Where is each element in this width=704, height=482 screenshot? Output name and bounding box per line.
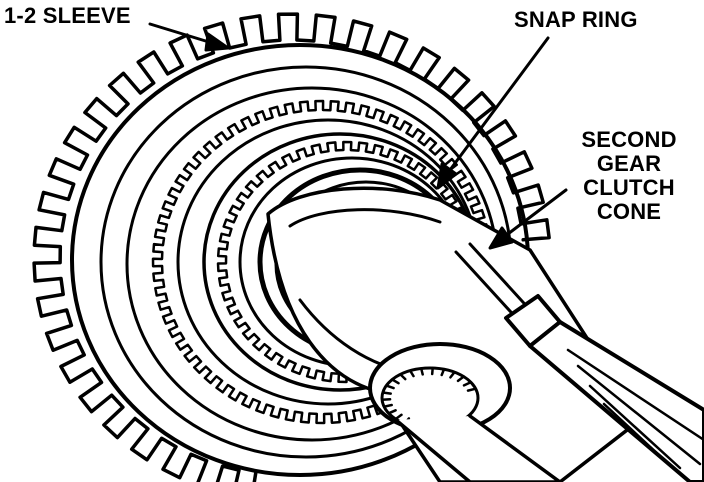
spline-tooth [399,373,407,381]
handle-grip-lines [566,348,704,470]
spline-tooth [462,380,473,387]
label-1-2-sleeve: 1-2 SLEEVE [4,3,131,28]
spline-tooth [408,369,415,378]
spline-tooth [419,367,424,376]
spline-tooth [456,375,465,383]
label-second-gear-clutch-cone: SECOND GEAR CLUTCH CONE [560,128,698,224]
shaft-tail [394,414,562,482]
spline-tooth [466,387,477,392]
label-cone-line-2: GEAR [596,151,662,176]
spline-tooth [390,378,400,385]
clutch-cone-arrowhead [488,226,514,250]
screwdriver-blade [454,242,534,324]
shaft-body [266,186,642,482]
spline-tooth [394,413,403,421]
synchro-ring-teeth [151,99,493,425]
label-cone-line-3: CLUTCH [583,175,675,200]
snap-ring-leader-line [442,36,550,180]
label-snap-ring: SNAP RING [514,7,638,32]
spline-tooth [440,368,446,377]
spline-tooth [382,403,393,408]
spline-tooth [430,366,434,376]
snap-ring-arrowhead [436,162,458,190]
outer-gear-teeth [32,12,551,482]
label-cone-line-1: SECOND [581,127,677,152]
clutch-cone-leader-line [498,188,568,242]
sleeve-arrowhead [204,32,230,52]
shaft-shoulder [288,208,442,228]
screwdriver-handle [528,320,704,482]
spline-tooth [385,384,395,390]
spline-tooth [381,391,392,395]
label-cone-line-4: CONE [596,199,662,224]
spline-tooth [449,370,456,379]
spline-tooth [387,409,397,415]
